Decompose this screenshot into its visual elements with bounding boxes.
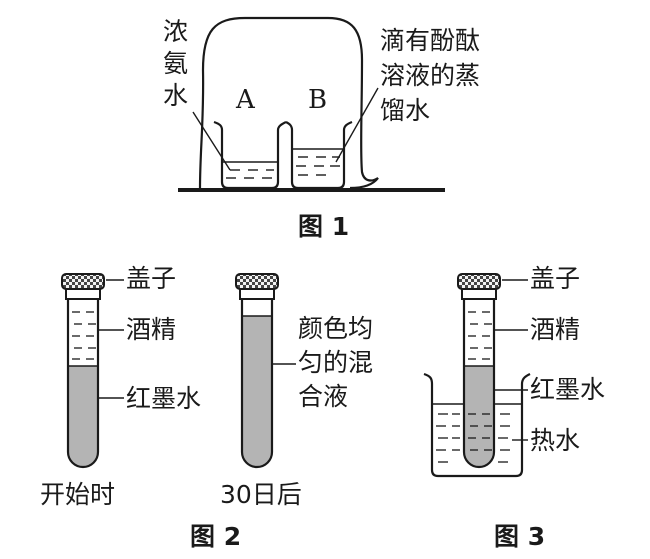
bell-jar (198, 16, 379, 190)
figure-2: 盖子 酒精 红墨水 开始时 颜色均 匀的混 合液 30日后 图 2 (40, 264, 373, 551)
ink-label-2: 红墨水 (126, 384, 201, 413)
figure-3-caption: 图 3 (494, 522, 545, 551)
beaker-b (285, 120, 353, 190)
start-label: 开始时 (40, 480, 115, 509)
ammonia-label-2: 氨 (163, 49, 188, 78)
hot-water-label: 热水 (530, 426, 580, 455)
ammonia-label-1: 浓 (163, 17, 188, 46)
figure-3: 盖子 酒精 红墨水 热水 图 3 (423, 264, 605, 551)
phenolphthalein-label-1: 滴有酚酞 (380, 26, 480, 55)
cap-label-3: 盖子 (530, 264, 580, 293)
test-tube-heated (457, 273, 501, 469)
test-tube-start (61, 273, 105, 469)
cap-label-2: 盖子 (126, 264, 176, 293)
beaker-b-label: B (308, 85, 327, 115)
phenolphthalein-label-2: 溶液的蒸 (380, 61, 480, 90)
mixed-label-2: 匀的混 (298, 348, 373, 377)
phenolphthalein-leader (335, 87, 379, 163)
mixed-label-1: 颜色均 (298, 314, 373, 343)
ammonia-label-3: 水 (163, 81, 188, 110)
mixed-label-3: 合液 (298, 382, 348, 411)
after-label: 30日后 (220, 480, 302, 509)
ammonia-leader (192, 111, 231, 171)
test-tube-after (235, 273, 279, 469)
beaker-a-label: A (235, 85, 256, 115)
alcohol-label-3: 酒精 (530, 315, 580, 344)
figure-2-caption: 图 2 (190, 522, 241, 551)
alcohol-label-2: 酒精 (126, 315, 176, 344)
figure-1: 浓 氨 水 A B 滴有酚酞 溶液的蒸 馏水 图 1 (163, 16, 480, 241)
phenolphthalein-label-3: 馏水 (380, 96, 430, 125)
hot-water-beaker (423, 372, 531, 478)
beaker-a (213, 120, 287, 190)
ink-label-3: 红墨水 (530, 375, 605, 404)
figure-1-caption: 图 1 (298, 212, 349, 241)
